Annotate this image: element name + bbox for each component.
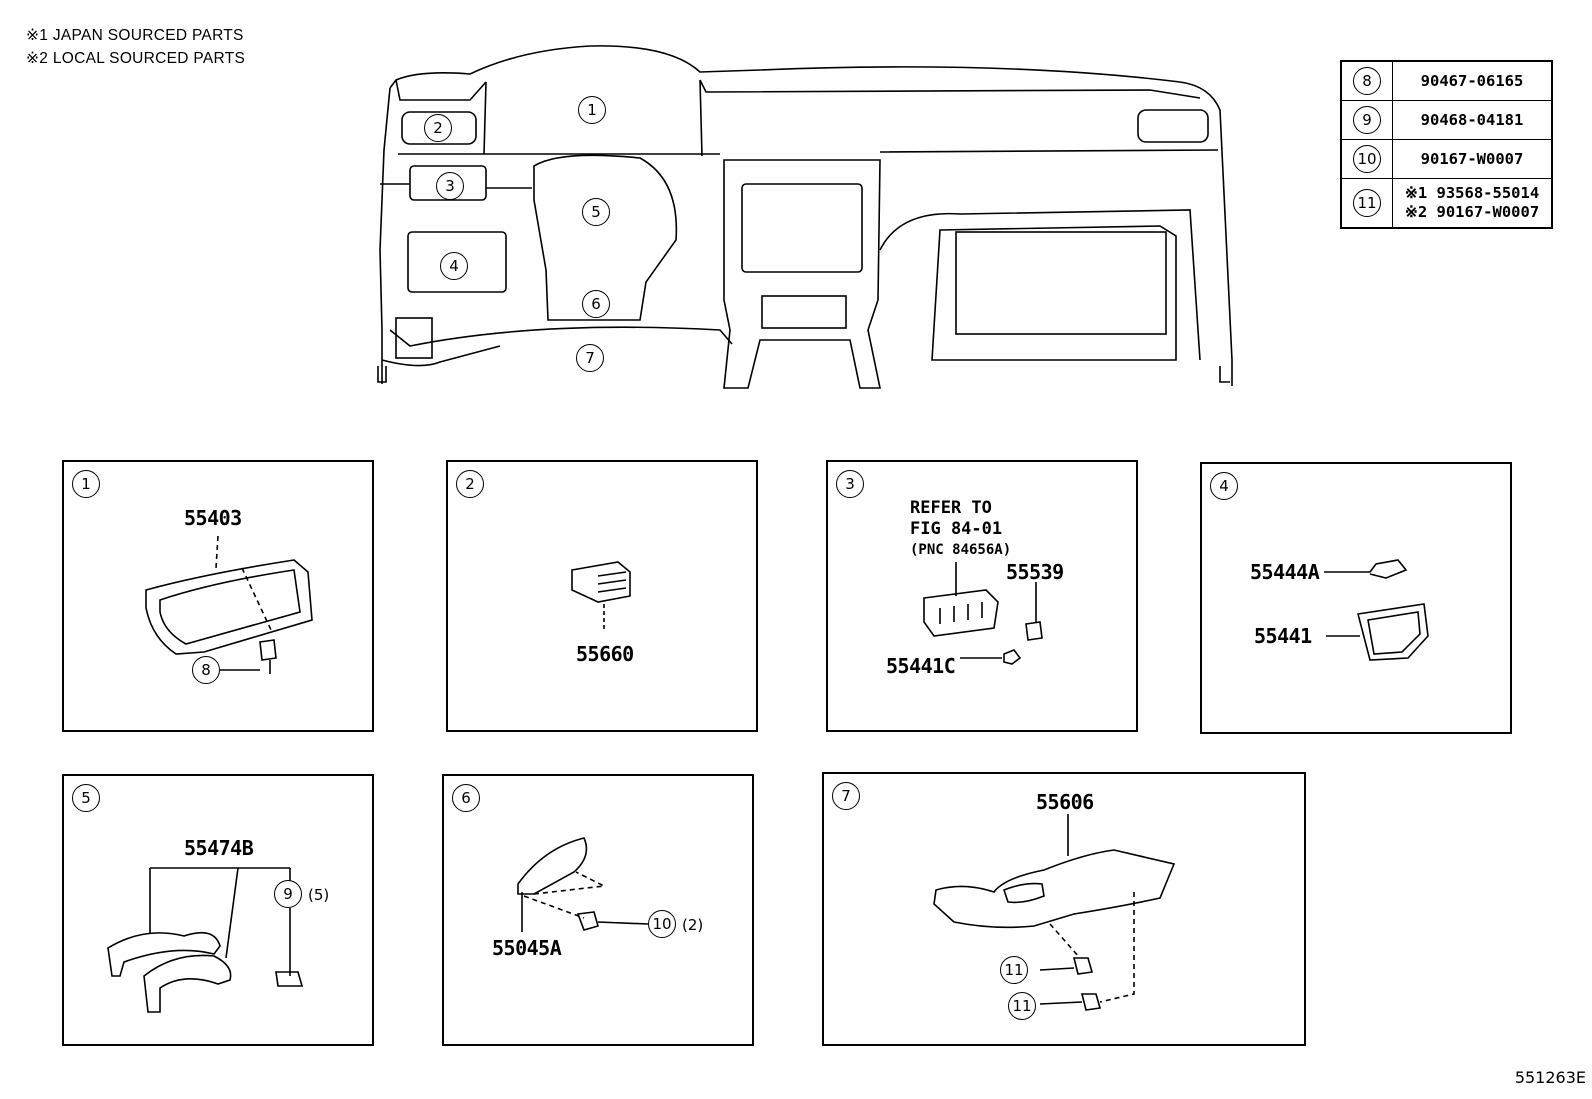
overview-callout-2: 2 — [424, 114, 452, 142]
part-number-japan: ※1 93568-55014 — [1404, 184, 1540, 202]
box-number: 1 — [72, 470, 100, 498]
refer-figure-link[interactable]: FIG 84-01 — [910, 519, 1003, 539]
part-label-55539: 55539 — [1006, 560, 1064, 584]
fastener-ref-10: 10 — [648, 910, 676, 938]
knee-bolster-drawing — [933, 814, 1176, 1011]
table-row: 9 90468-04181 — [1340, 100, 1553, 140]
overview-callout-4: 4 — [440, 252, 468, 280]
detail-box-3: 3 REFER TO FIG 84-01 (PNC 84656A) 55539 … — [826, 460, 1138, 732]
part-number: 90167-W0007 — [1392, 139, 1553, 179]
part-label-55403: 55403 — [184, 506, 242, 530]
fastener-ref-11: 11 — [1000, 956, 1028, 984]
part-number-local: ※2 90167-W0007 — [1404, 203, 1540, 221]
switch-assembly-drawing — [923, 562, 1043, 665]
fastener-ref-9: 9 — [274, 880, 302, 908]
table-row: 10 90167-W0007 — [1340, 139, 1553, 179]
part-label-55045a: 55045A — [492, 936, 562, 960]
dash-left-outline — [379, 87, 391, 384]
ref-11: 11 — [1353, 189, 1381, 217]
switch-panel — [409, 165, 487, 201]
pocket-drawing — [1324, 559, 1429, 661]
box-number: 4 — [1210, 472, 1238, 500]
ref-8: 8 — [1353, 67, 1381, 95]
detail-box-7: 7 55606 11 11 — [822, 772, 1306, 1046]
lower-cover-drawing — [517, 837, 649, 932]
center-lower-panel — [761, 295, 847, 329]
part-number-variants: ※1 93568-55014 ※2 90167-W0007 — [1392, 178, 1553, 229]
cluster-hood — [483, 79, 703, 157]
note-local: ※2 LOCAL SOURCED PARTS — [26, 50, 246, 67]
part-label-55444a: 55444A — [1250, 560, 1320, 584]
overview-callout-5: 5 — [582, 198, 610, 226]
note-japan: ※1 JAPAN SOURCED PARTS — [26, 27, 244, 44]
dash-top-band — [395, 79, 1201, 101]
refer-line: REFER TO — [910, 498, 992, 518]
fastener-qty: (5) — [308, 886, 330, 904]
box-number: 5 — [72, 784, 100, 812]
part-number: 90468-04181 — [1392, 100, 1553, 140]
part-label-55660: 55660 — [576, 642, 634, 666]
column-cover-drawing — [107, 867, 304, 1013]
box-number: 6 — [452, 784, 480, 812]
part-label-55441c: 55441C — [886, 654, 956, 678]
sourcing-notes: ※1 JAPAN SOURCED PARTS ※2 LOCAL SOURCED … — [26, 24, 245, 70]
detail-box-2: 2 55660 — [446, 460, 758, 732]
glove-box — [931, 225, 1177, 361]
fastener-ref-11: 11 — [1008, 992, 1036, 1020]
cluster-panel-drawing — [145, 535, 313, 674]
box-number: 3 — [836, 470, 864, 498]
box-number: 7 — [832, 782, 860, 810]
center-stack — [723, 159, 881, 389]
box-number: 2 — [456, 470, 484, 498]
fastener-parts-table: 8 90467-06165 9 90468-04181 10 90167-W00… — [1340, 60, 1553, 229]
figure-id: 551263E — [1514, 1068, 1586, 1087]
knee-bolster — [381, 326, 733, 367]
table-row: 8 90467-06165 — [1340, 60, 1553, 101]
lower-left-panel — [407, 231, 507, 293]
right-vent — [1137, 109, 1209, 143]
overview-callout-3: 3 — [436, 172, 464, 200]
detail-box-1: 1 55403 8 — [62, 460, 374, 732]
detail-box-6: 6 55045A 10 (2) — [442, 774, 754, 1046]
part-number: 90467-06165 — [1392, 60, 1553, 101]
part-label-55441: 55441 — [1254, 624, 1312, 648]
refer-pnc: (PNC 84656A) — [910, 542, 1012, 558]
overview-callout-1: 1 — [578, 96, 606, 124]
overview-callout-6: 6 — [582, 290, 610, 318]
detail-box-4: 4 55444A 55441 — [1200, 462, 1512, 734]
ref-9: 9 — [1353, 106, 1381, 134]
detail-box-5: 5 55474B 9 (5) — [62, 774, 374, 1046]
part-label-55474b: 55474B — [184, 836, 254, 860]
side-vent-drawing — [571, 561, 631, 630]
part-label-55606: 55606 — [1036, 790, 1094, 814]
overview-callout-7: 7 — [576, 344, 604, 372]
table-row: 11 ※1 93568-55014 ※2 90167-W0007 — [1340, 178, 1553, 229]
left-vent — [401, 111, 477, 145]
column-cover — [533, 154, 678, 321]
fastener-qty: (2) — [682, 916, 704, 934]
fastener-ref-8: 8 — [192, 656, 220, 684]
center-display — [741, 183, 863, 273]
refer-note: REFER TO FIG 84-01 (PNC 84656A) — [910, 498, 1011, 561]
ref-10: 10 — [1353, 145, 1381, 173]
dash-outer-outline — [389, 45, 1233, 386]
